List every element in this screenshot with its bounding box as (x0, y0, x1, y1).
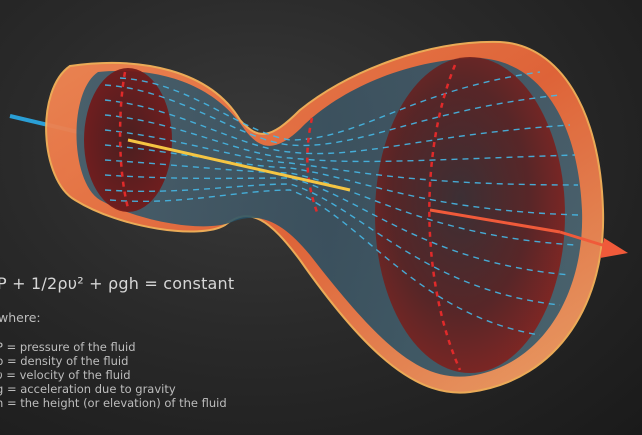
cross-section-markers (118, 64, 462, 371)
bernoulli-equation: P + 1/2ρυ² + ρgh = constant (0, 274, 235, 293)
flow-axis-outlet (429, 208, 561, 234)
definition-height: h = the height (or elevation) of the flu… (0, 396, 227, 410)
definition-pressure: P = pressure of the fluid (0, 340, 136, 354)
streamlines (104, 71, 579, 336)
where-label: where: (0, 310, 41, 325)
outlet-cross-section (375, 57, 565, 373)
definition-gravity: g = acceleration due to gravity (0, 382, 176, 396)
definition-density: ρ = density of the fluid (0, 354, 129, 368)
definition-velocity: υ = velocity of the fluid (0, 368, 131, 382)
outlet-arrowhead (600, 238, 628, 258)
definitions-list: P = pressure of the fluid ρ = density of… (0, 340, 227, 410)
flow-axis (127, 138, 351, 192)
